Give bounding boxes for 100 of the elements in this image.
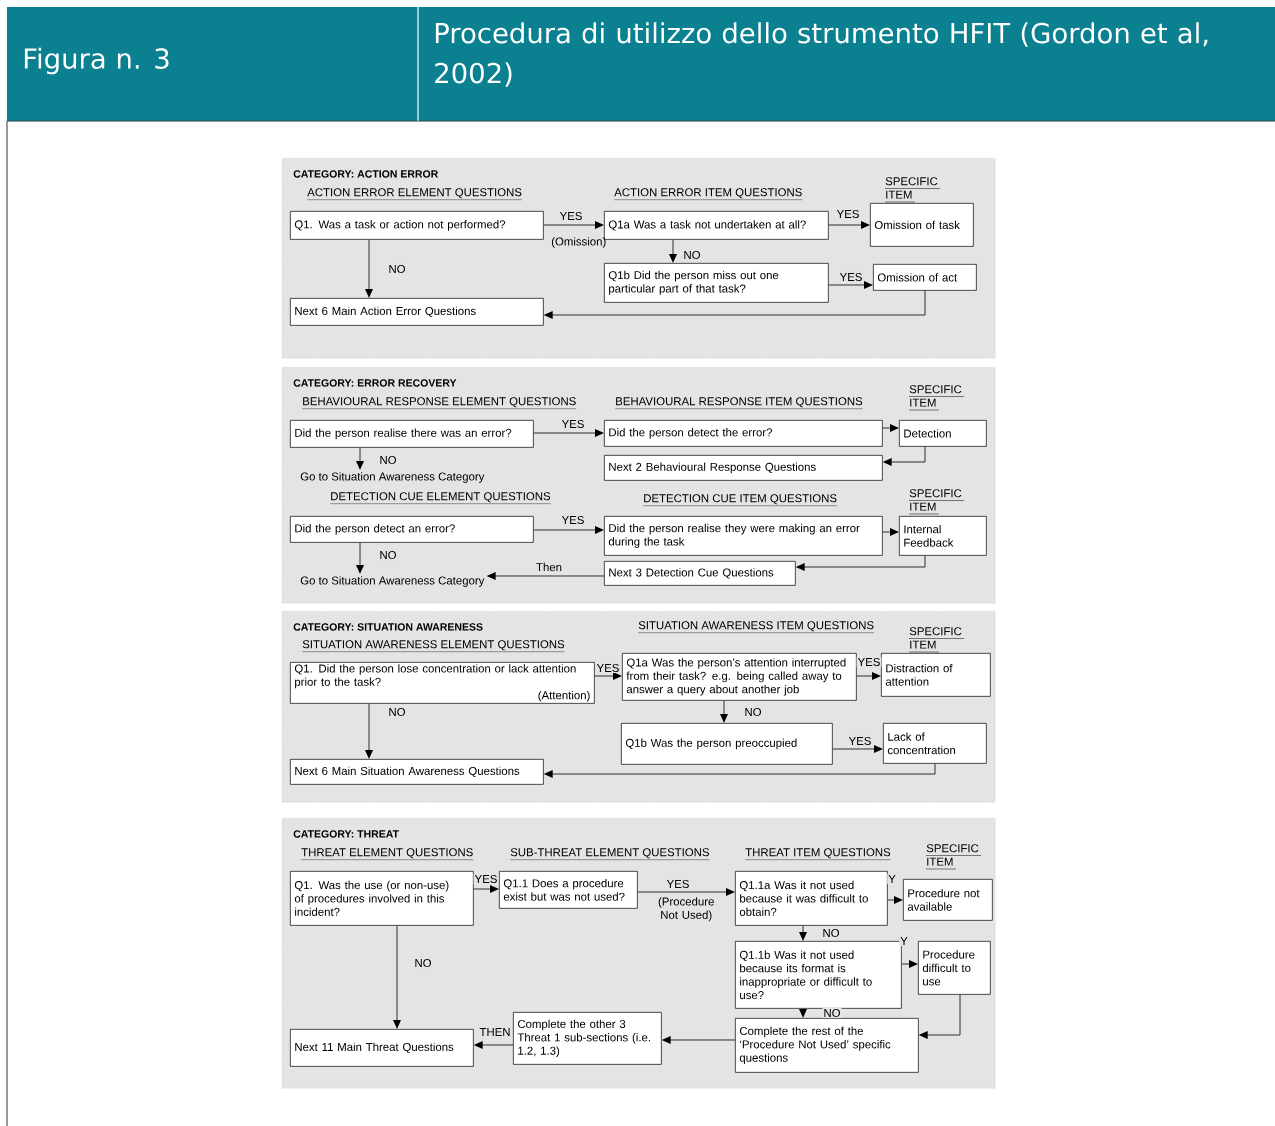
question-box: Complete the rest of the ‘Procedure Not Used’ specific questions bbox=[735, 1018, 919, 1073]
arrow bbox=[799, 925, 807, 941]
arrow bbox=[828, 281, 873, 289]
edge-label: Then bbox=[535, 561, 563, 573]
edge-note: (Procedure Not Used) bbox=[658, 897, 714, 922]
question-box: Complete the other 3 Threat 1 sub-sections (i.e. 1.2, 1.3) bbox=[513, 1012, 662, 1065]
question-box: Internal Feedback bbox=[899, 516, 987, 556]
column-heading: THREAT ELEMENT QUESTIONS bbox=[301, 848, 474, 860]
edge-label: NO bbox=[413, 957, 433, 969]
question-box: Q1. Was a task or action not performed? bbox=[290, 211, 544, 240]
question-box: Did the person realise there was an error? bbox=[290, 420, 534, 448]
arrow bbox=[543, 763, 936, 778]
arrow bbox=[473, 1041, 514, 1049]
arrow bbox=[882, 528, 899, 536]
arrow bbox=[637, 888, 735, 896]
instruction-text: Go to Situation Awareness Category bbox=[300, 472, 485, 483]
question-box: Next 3 Detection Cue Questions bbox=[604, 561, 796, 586]
edge-label: NO bbox=[387, 263, 407, 275]
arrow bbox=[543, 290, 926, 319]
arrow bbox=[543, 221, 604, 229]
question-box: Did the person detect an error? bbox=[290, 516, 534, 543]
question-box: Omission of act bbox=[873, 264, 977, 291]
column-heading: DETECTION CUE ITEM QUESTIONS bbox=[643, 494, 838, 506]
edge-label: Y bbox=[899, 936, 909, 946]
figure-number: Figura n. 3 bbox=[24, 47, 169, 75]
arrow bbox=[882, 446, 926, 466]
arrow bbox=[720, 700, 728, 723]
edge-label: YES bbox=[558, 210, 584, 222]
question-box: Q1. Did the person lose concentration or lack attention prior to the task? (Attention) bbox=[290, 662, 595, 704]
question-box: Next 6 Main Situation Awareness Questions bbox=[290, 759, 544, 785]
question-box: Did the person realise they were making an error during the task bbox=[604, 516, 883, 556]
question-box: Did the person detect the error? bbox=[604, 420, 883, 447]
edge-label: NO bbox=[378, 549, 398, 561]
arrow bbox=[594, 672, 622, 680]
question-box: Next 6 Main Action Error Questions bbox=[290, 298, 544, 326]
column-heading: BEHAVIOURAL RESPONSE ITEM QUESTIONS bbox=[615, 397, 863, 409]
edge-label: YES bbox=[560, 514, 586, 526]
edge-label: YES bbox=[473, 873, 499, 885]
arrow bbox=[486, 572, 605, 580]
column-heading: ACTION ERROR ELEMENT QUESTIONS bbox=[307, 188, 523, 200]
question-box: Q1a Was a task not undertaken at all? bbox=[604, 211, 829, 240]
arrow bbox=[918, 994, 961, 1039]
column-heading: SPECIFIC ITEM bbox=[908, 627, 965, 653]
arrow bbox=[533, 526, 604, 534]
edge-label: Y bbox=[887, 874, 897, 884]
column-heading: SITUATION AWARENESS ITEM QUESTIONS bbox=[638, 621, 875, 633]
arrow bbox=[356, 447, 364, 470]
arrow bbox=[901, 960, 918, 968]
question-box: Procedure difficult to use bbox=[918, 941, 991, 995]
edge-label: YES bbox=[847, 735, 873, 747]
question-box: Omission of task bbox=[870, 203, 974, 247]
edge-label: NO bbox=[821, 927, 841, 939]
question-box: Q1b Was the person preoccupied bbox=[621, 723, 833, 765]
question-box: Q1.1a Was it not used because it was difficult to obtain? bbox=[735, 871, 888, 926]
column-heading: SUB-THREAT ELEMENT QUESTIONS bbox=[510, 848, 710, 860]
arrow bbox=[393, 925, 401, 1029]
arrow bbox=[887, 896, 903, 904]
question-box: Lack of concentration bbox=[883, 723, 987, 764]
arrow bbox=[882, 424, 899, 432]
column-heading: SPECIFIC ITEM bbox=[884, 177, 941, 203]
arrow bbox=[365, 239, 373, 298]
question-box: Procedure not available bbox=[903, 879, 993, 921]
column-heading: BEHAVIOURAL RESPONSE ELEMENT QUESTIONS bbox=[302, 397, 577, 409]
figure-title: Procedura di utilizzo dello strumento HFIT (Gordon et al, 2002) bbox=[435, 22, 1208, 87]
arrow bbox=[533, 429, 604, 437]
question-box: Detection bbox=[899, 420, 987, 447]
edge-label: YES bbox=[560, 418, 586, 430]
question-box: Next 11 Main Threat Questions bbox=[290, 1029, 474, 1067]
edge-label: YES bbox=[835, 208, 861, 220]
arrow bbox=[799, 1008, 807, 1018]
edge-note: (Omission) bbox=[551, 237, 606, 248]
question-box: Q1.1 Does a procedure exist but was not used? bbox=[499, 871, 638, 909]
edge-label: THEN bbox=[478, 1027, 512, 1037]
column-heading: THREAT ITEM QUESTIONS bbox=[745, 848, 891, 860]
column-heading: DETECTION CUE ELEMENT QUESTIONS bbox=[330, 492, 551, 504]
column-heading: ACTION ERROR ITEM QUESTIONS bbox=[614, 188, 803, 200]
edge-label: NO bbox=[378, 454, 398, 466]
column-heading: SPECIFIC ITEM bbox=[925, 844, 982, 870]
arrow bbox=[661, 1036, 736, 1044]
column-heading: SITUATION AWARENESS ELEMENT QUESTIONS bbox=[302, 640, 565, 652]
edge-label: NO bbox=[822, 1007, 842, 1019]
arrow bbox=[828, 221, 870, 229]
arrow bbox=[669, 239, 677, 263]
edge-label: YES bbox=[838, 271, 864, 283]
question-box: Q1b Did the person miss out one particular part of that task? bbox=[604, 263, 829, 303]
arrow bbox=[365, 703, 373, 759]
question-box: Q1.1b Was it not used because its format is inappropriate or difficult to use? bbox=[735, 941, 902, 1009]
arrow bbox=[473, 885, 499, 893]
edge-label: NO bbox=[682, 249, 702, 261]
arrow bbox=[356, 542, 364, 574]
edge-label: NO bbox=[387, 706, 407, 718]
question-box: Q1a Was the person’s attention interrupted from their task? e.g. being called away to answer a query about another job bbox=[622, 653, 857, 701]
instruction-text: Go to Situation Awareness Category bbox=[300, 576, 485, 587]
question-box: Next 2 Behavioural Response Questions bbox=[604, 455, 883, 481]
column-heading: SPECIFIC ITEM bbox=[908, 489, 965, 515]
question-box: Distraction of attention bbox=[881, 653, 991, 697]
question-box: Q1. Was the use (or non-use) of procedures involved in this incident? bbox=[290, 871, 474, 926]
arrow bbox=[832, 745, 883, 753]
edge-label: YES bbox=[665, 878, 691, 890]
edge-label: NO bbox=[743, 706, 763, 718]
